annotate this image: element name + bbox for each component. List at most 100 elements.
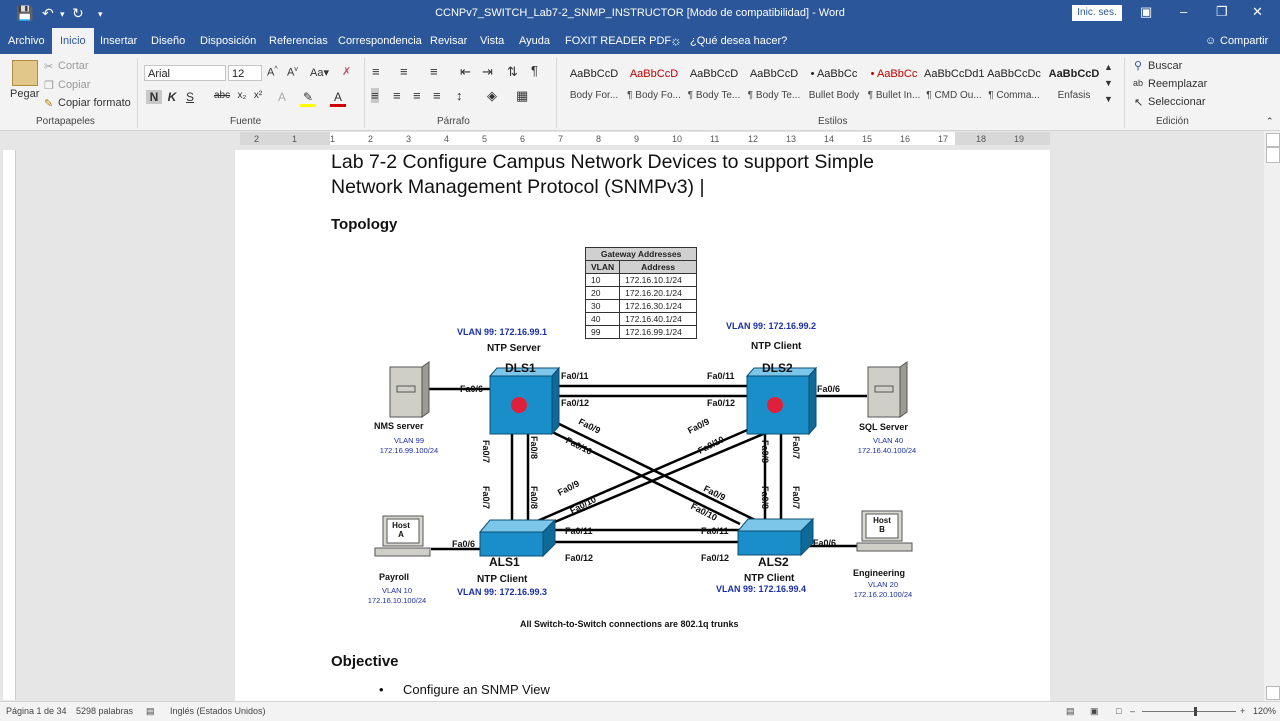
redo-icon[interactable]: ↻ bbox=[72, 5, 84, 21]
vertical-ruler[interactable] bbox=[3, 150, 16, 700]
style-item[interactable]: AaBbCcDd1¶ CMD Ou... bbox=[924, 60, 984, 106]
scroll-down-button[interactable] bbox=[1266, 686, 1280, 700]
port-label: Fa0/12 bbox=[701, 553, 730, 563]
shading-icon[interactable]: ◈ bbox=[487, 88, 497, 103]
ribbon-display-icon[interactable]: ▣ bbox=[1140, 4, 1153, 19]
styles-scroll-up-icon[interactable]: ▲ bbox=[1104, 62, 1113, 72]
underline-icon[interactable]: S bbox=[185, 90, 194, 104]
cut-icon: ✂ bbox=[44, 61, 54, 73]
zoom-level[interactable]: 120% bbox=[1253, 706, 1277, 716]
language[interactable]: Inglés (Estados Unidos) bbox=[170, 706, 266, 716]
styles-more-icon[interactable]: ▼ bbox=[1104, 94, 1113, 104]
document-page[interactable]: Lab 7-2 Configure Campus Network Devices… bbox=[235, 150, 1050, 710]
select-icon: ↖ bbox=[1134, 97, 1144, 109]
align-right-icon[interactable]: ≡ bbox=[413, 88, 421, 103]
tab-disposicion[interactable]: Disposición bbox=[200, 35, 257, 47]
nms-ip: 172.16.99.100/24 bbox=[379, 446, 439, 455]
format-painter-button[interactable]: Copiar formato bbox=[58, 97, 131, 109]
vertical-scrollbar[interactable] bbox=[1264, 131, 1280, 703]
strikethrough-icon[interactable]: abc bbox=[214, 90, 231, 101]
replace-button[interactable]: Reemplazar bbox=[1148, 78, 1208, 90]
find-button[interactable]: Buscar bbox=[1148, 60, 1183, 72]
cut-button[interactable]: Cortar bbox=[58, 60, 89, 72]
sort-icon[interactable]: ⇅ bbox=[507, 64, 518, 79]
undo-icon[interactable]: ↶ bbox=[42, 5, 54, 21]
paste-button[interactable]: Pegar bbox=[10, 88, 40, 100]
word-count[interactable]: 5298 palabras bbox=[76, 706, 134, 716]
style-item[interactable]: AaBbCcD¶ Body Te... bbox=[684, 60, 744, 106]
change-case-icon[interactable]: Aa▾ bbox=[310, 67, 329, 79]
styles-scroll-down-icon[interactable]: ▼ bbox=[1104, 78, 1113, 88]
sql-label: SQL Server bbox=[859, 422, 908, 432]
web-layout-icon[interactable]: □ bbox=[1116, 706, 1122, 716]
tab-archivo[interactable]: Archivo bbox=[8, 35, 45, 47]
highlight-icon[interactable]: ✎ bbox=[300, 90, 316, 107]
tab-ayuda[interactable]: Ayuda bbox=[519, 35, 550, 47]
page-count[interactable]: Página 1 de 34 bbox=[6, 706, 67, 716]
increase-indent-icon[interactable]: ⇥ bbox=[482, 64, 493, 79]
style-item[interactable]: • AaBbCc¶ Bullet In... bbox=[864, 60, 924, 106]
style-item[interactable]: AaBbCcD¶ Body Fo... bbox=[624, 60, 684, 106]
zoom-slider[interactable] bbox=[1142, 711, 1236, 712]
scroll-thumb[interactable] bbox=[1266, 147, 1280, 163]
ruler-mark: 10 bbox=[672, 134, 682, 144]
close-icon[interactable]: ✕ bbox=[1252, 4, 1263, 19]
multilevel-list-icon[interactable]: ≡ bbox=[430, 64, 438, 79]
proofing-icon[interactable]: ▤ bbox=[146, 706, 155, 716]
align-center-icon[interactable]: ≡ bbox=[393, 88, 401, 103]
sign-in-button[interactable]: Inic. ses. bbox=[1072, 5, 1122, 21]
zoom-out-icon[interactable]: – bbox=[1130, 706, 1136, 716]
read-mode-icon[interactable]: ▤ bbox=[1066, 706, 1075, 716]
tab-correspondencia[interactable]: Correspondencia bbox=[338, 35, 422, 47]
bullets-icon[interactable]: ≡ bbox=[372, 64, 380, 79]
tab-revisar[interactable]: Revisar bbox=[430, 35, 468, 47]
print-layout-icon[interactable]: ▣ bbox=[1090, 706, 1099, 716]
select-button[interactable]: Seleccionar bbox=[1148, 96, 1206, 108]
align-left-icon[interactable]: ≡ bbox=[371, 88, 379, 103]
text-effects-icon[interactable]: A bbox=[277, 90, 286, 104]
decrease-indent-icon[interactable]: ⇤ bbox=[460, 64, 471, 79]
borders-icon[interactable]: ▦ bbox=[516, 88, 529, 103]
maximize-icon[interactable]: ❐ bbox=[1216, 4, 1228, 19]
copy-button[interactable]: Copiar bbox=[58, 79, 91, 91]
font-color-icon[interactable]: A bbox=[330, 90, 346, 107]
style-item[interactable]: AaBbCcDc¶ Comma... bbox=[984, 60, 1044, 106]
justify-icon[interactable]: ≡ bbox=[433, 88, 441, 103]
tab-referencias[interactable]: Referencias bbox=[269, 35, 328, 47]
italic-icon[interactable]: K bbox=[167, 90, 177, 104]
numbering-icon[interactable]: ≡ bbox=[400, 64, 408, 79]
superscript-icon[interactable]: x² bbox=[253, 90, 263, 101]
tab-foxit[interactable]: FOXIT READER PDF bbox=[565, 35, 672, 47]
subscript-icon[interactable]: x₂ bbox=[237, 90, 247, 101]
font-name-select[interactable]: Arial bbox=[144, 65, 226, 81]
tab-inicio[interactable]: Inicio bbox=[52, 28, 94, 54]
ruler-toggle-icon[interactable] bbox=[1266, 133, 1280, 147]
port-label: Fa0/7 bbox=[791, 486, 801, 510]
collapse-ribbon-icon[interactable]: ⌃ bbox=[1266, 116, 1274, 126]
tab-insertar[interactable]: Insertar bbox=[100, 35, 138, 47]
tell-me-search[interactable]: ¿Qué desea hacer? bbox=[690, 35, 788, 47]
font-size-select[interactable]: 12 bbox=[228, 65, 262, 81]
zoom-in-icon[interactable]: + bbox=[1240, 706, 1246, 716]
tab-diseno[interactable]: Diseño bbox=[151, 35, 186, 47]
style-item[interactable]: AaBbCcD¶ Body Te... bbox=[744, 60, 804, 106]
shrink-font-icon[interactable]: Av bbox=[287, 66, 298, 79]
paste-icon[interactable] bbox=[12, 60, 38, 86]
bold-icon[interactable]: N bbox=[146, 90, 162, 104]
save-icon[interactable]: 💾 bbox=[16, 5, 34, 21]
customize-toolbar-icon[interactable]: ▾ bbox=[98, 9, 103, 19]
undo-dropdown-icon[interactable]: ▾ bbox=[60, 9, 65, 19]
zoom-slider-handle[interactable] bbox=[1194, 707, 1197, 716]
grow-font-icon[interactable]: A^ bbox=[267, 66, 278, 79]
share-button[interactable]: Compartir bbox=[1220, 35, 1269, 47]
tab-vista[interactable]: Vista bbox=[480, 35, 505, 47]
minimize-icon[interactable]: – bbox=[1180, 4, 1188, 19]
show-marks-icon[interactable]: ¶ bbox=[531, 63, 538, 78]
line-spacing-icon[interactable]: ↕ bbox=[456, 88, 463, 103]
clear-format-icon[interactable]: ✗ bbox=[342, 66, 352, 78]
share-icon: ☺ bbox=[1205, 35, 1217, 47]
